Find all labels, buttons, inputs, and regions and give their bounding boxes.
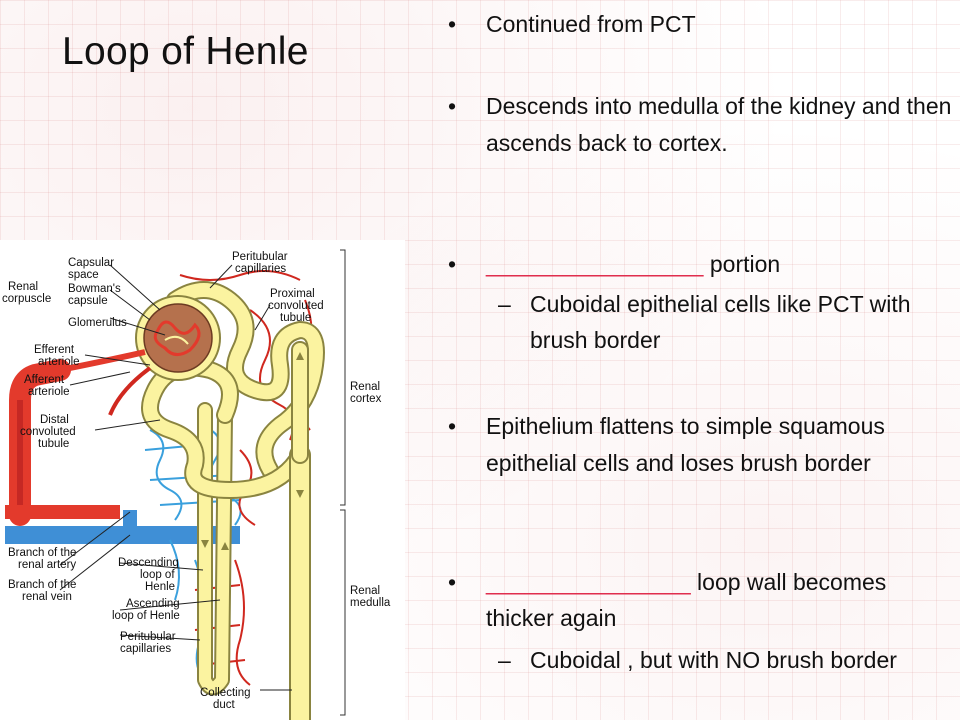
bullet-marker: • xyxy=(448,93,457,119)
leader-lines xyxy=(59,264,292,691)
arterioles-graphic xyxy=(59,349,152,416)
bullet-marker: • xyxy=(448,569,457,595)
fill-in-blank: ________________ xyxy=(486,569,691,595)
sub-bullet-marker: – xyxy=(498,647,511,673)
bullet-marker: • xyxy=(448,251,457,277)
sub-bullet-marker: – xyxy=(498,291,511,317)
bullet-text: _________________ portion xyxy=(486,246,953,282)
fill-in-blank: _________________ xyxy=(486,251,704,277)
bullet-text: Descends into medulla of the kidney and … xyxy=(486,93,952,156)
label-glomerulus: Glomerulus xyxy=(68,317,127,329)
sub-bullet-text: Cuboidal epithelial cells like PCT with … xyxy=(530,291,911,353)
bullet-text: Epithelium flattens to simple squamous e… xyxy=(486,413,885,476)
blank-suffix: loop wall becomes thicker again xyxy=(486,569,887,631)
bullet-marker: • xyxy=(448,11,457,37)
sub-bullet-text: Cuboidal , but with NO brush border xyxy=(530,647,897,673)
blank-suffix: portion xyxy=(703,251,781,277)
zone-brackets xyxy=(340,249,346,716)
bullet-text: Continued from PCT xyxy=(486,11,696,37)
tubules xyxy=(141,281,325,720)
bullet-marker: • xyxy=(448,413,457,439)
slide-title: Loop of Henle xyxy=(62,30,309,73)
bullet-text: ________________ loop wall becomes thick… xyxy=(486,564,953,636)
flow-arrows xyxy=(201,352,304,550)
renal-corpuscle-graphic xyxy=(135,295,221,381)
renal-artery-branch xyxy=(9,359,71,526)
